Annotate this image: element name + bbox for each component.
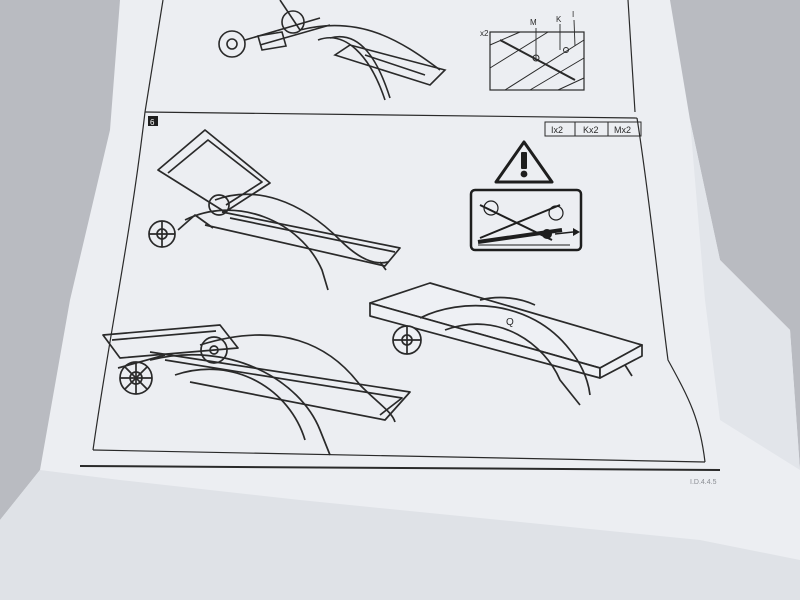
- previous-step-lounger-illustration: [218, 0, 447, 101]
- step-number-badge: [148, 116, 158, 126]
- parts-table: [544, 121, 642, 137]
- part-i-quantity: Ix2: [551, 125, 563, 135]
- detail-box: [489, 19, 585, 91]
- page-footer-code: I.D.4.4.5: [690, 479, 717, 486]
- warning-triangle-icon: [494, 140, 554, 184]
- lounger-flat-frame-illustration: [102, 324, 411, 456]
- tip-over-warning-icon: [469, 188, 583, 252]
- step-number: 6: [150, 118, 155, 127]
- callout-m-label: M: [530, 18, 537, 27]
- lounger-with-cushion-illustration: [369, 282, 643, 406]
- detail-quantity-label: x2: [480, 29, 489, 38]
- part-m-quantity: Mx2: [614, 125, 631, 135]
- paper-fold-right: [690, 120, 800, 470]
- lounger-backrest-raised-illustration: [148, 129, 401, 291]
- cushion-label: Q: [506, 317, 514, 328]
- part-k-quantity: Kx2: [583, 125, 599, 135]
- callout-i-label: I: [572, 10, 574, 19]
- instruction-frame: [79, 0, 721, 471]
- paper-shadow-fold: [0, 470, 800, 600]
- callout-k-label: K: [556, 15, 562, 24]
